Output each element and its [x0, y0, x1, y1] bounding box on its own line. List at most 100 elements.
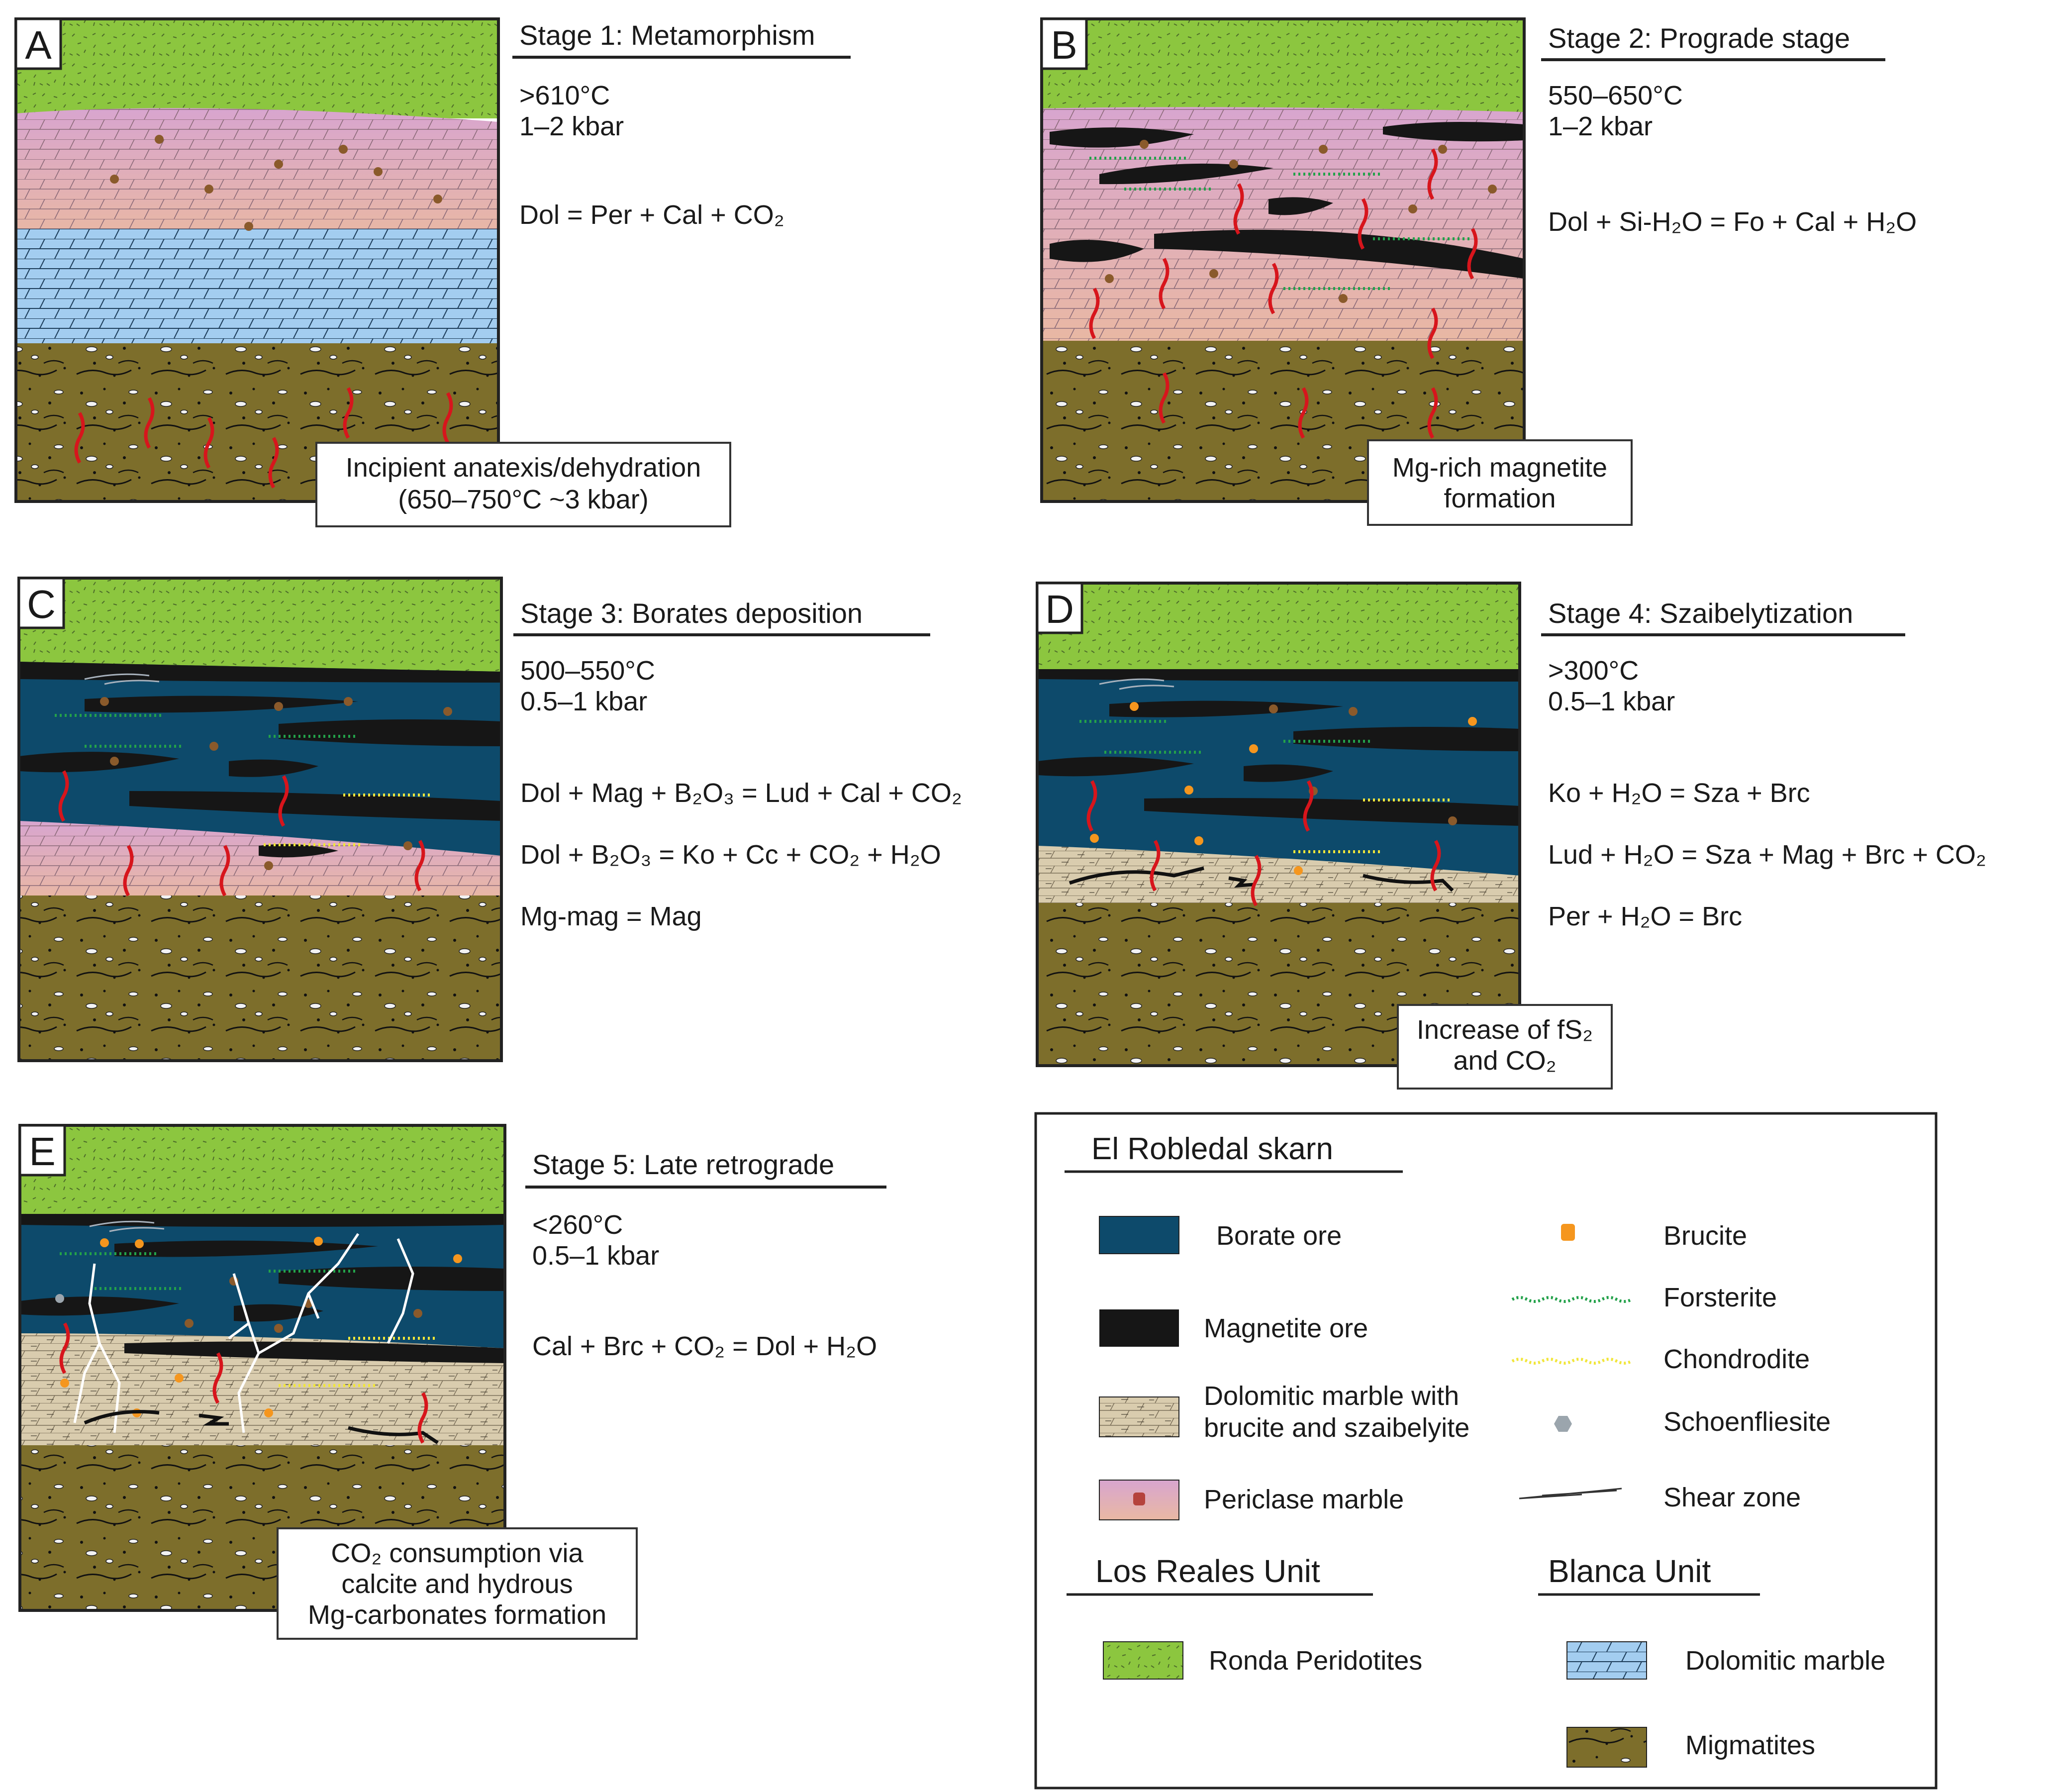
legend-heading: El Robledal skarn [1091, 1132, 1333, 1166]
panel-e: E Stage 5: Late retrograde <260°C 0.5–1 … [18, 1124, 886, 1640]
stage-pressure: 0.5–1 kbar [1548, 687, 1675, 716]
panel-letter: D [1045, 587, 1074, 631]
note-box [277, 1527, 638, 1640]
panel-letter-box [17, 577, 65, 629]
chondrodite-trails [279, 1337, 438, 1387]
schoenfliesite-icon [1554, 1416, 1572, 1432]
dolomitic-marble-brucite-layer [20, 1333, 505, 1448]
legend-item-label: Magnetite ore [1204, 1313, 1368, 1343]
chondrodite-icon [1511, 1358, 1633, 1365]
stage-reaction: Dol = Per + Cal + CO₂ [519, 200, 784, 230]
stage-reaction: Dol + Mag + B₂O₃ = Lud + Cal + CO₂ [520, 778, 962, 808]
panel-a: A Stage 1: Metamorphism >610°C 1–2 kbar … [14, 17, 851, 527]
legend-item-label: Ronda Peridotites [1209, 1646, 1422, 1676]
brucite-icon [1561, 1224, 1575, 1241]
stage-title: Stage 3: Borates deposition [520, 597, 863, 629]
ronda-peridotite-layer [1042, 19, 1524, 118]
stage-pressure: 0.5–1 kbar [532, 1241, 659, 1271]
chondrodite-trails [264, 794, 433, 846]
fluid-arrows [74, 387, 453, 489]
panel-c: C Stage 3: Borates deposition 500–550°C … [17, 577, 962, 1062]
stage-reaction: Ko + H₂O = Sza + Brc [1548, 778, 1810, 808]
unit-heading: Los Reales Unit [1095, 1553, 1320, 1589]
legend-item-label: Brucite [1663, 1221, 1747, 1251]
legend: El Robledal skarn Borate ore Magnetite o… [1034, 1112, 1938, 1790]
stage-reaction: Lud + H₂O = Sza + Mag + Brc + CO₂ [1548, 840, 1986, 870]
legend-item-label: Periclase marble [1204, 1485, 1404, 1514]
stage-pressure: 1–2 kbar [519, 111, 624, 141]
legend-item-label: Chondrodite [1663, 1344, 1810, 1374]
legend-item-label: Dolomitic marble [1685, 1646, 1885, 1676]
shear-zone-icon [1519, 1488, 1622, 1499]
fluid-arrows [58, 770, 425, 896]
stage-pressure: 1–2 kbar [1548, 111, 1653, 141]
migmatites-swatch [1566, 1727, 1647, 1768]
note-line: formation [1444, 484, 1556, 513]
stage-temperature: >300°C [1548, 656, 1639, 686]
panel-b: B Stage 2: Prograde stage 550–650°C 1–2 … [1040, 17, 1917, 526]
note-line: Increase of fS₂ [1417, 1015, 1593, 1045]
panel-letter: E [29, 1129, 55, 1174]
unit-heading: Blanca Unit [1548, 1553, 1711, 1589]
legend-item-label: Borate ore [1216, 1221, 1342, 1251]
dolomitic-marble-layer [16, 229, 498, 343]
note-line: CO₂ consumption via [331, 1538, 584, 1568]
legend-item-label: brucite and szaibelyite [1204, 1413, 1469, 1443]
migmatite-layer [19, 896, 501, 1061]
stage-temperature: 500–550°C [520, 656, 655, 686]
forsterite-trails [1079, 720, 1373, 754]
dolomitic-marble-brucite-swatch [1099, 1396, 1179, 1437]
magnetite-lenses [19, 662, 501, 858]
panel-letter: B [1051, 23, 1077, 67]
stage-title: Stage 5: Late retrograde [532, 1149, 834, 1180]
note-line: (650–750°C ~3 kbar) [398, 485, 648, 514]
note-box [1397, 1004, 1613, 1090]
stage-pressure: 0.5–1 kbar [520, 687, 647, 716]
fluid-arrows [1086, 780, 1441, 906]
stage-reaction: Per + H₂O = Brc [1548, 901, 1742, 931]
panel-letter-box [1040, 17, 1088, 70]
note-line: Mg-rich magnetite [1392, 453, 1607, 483]
note-line: Mg-carbonates formation [308, 1600, 606, 1630]
magnetite-ore-swatch [1099, 1309, 1179, 1347]
legend-item-label: Shear zone [1663, 1483, 1801, 1512]
note-line: Incipient anatexis/dehydration [346, 453, 701, 483]
stage-temperature: <260°C [532, 1210, 623, 1240]
chondrodite-trails [1293, 798, 1453, 853]
note-box [315, 442, 731, 527]
stage-temperature: >610°C [519, 81, 610, 110]
brucite-dots [1090, 702, 1477, 875]
legend-item-label: Forsterite [1663, 1283, 1777, 1312]
dolomitic-marble-swatch [1566, 1641, 1647, 1680]
panel-letter: C [27, 582, 56, 626]
veins [73, 1233, 414, 1433]
fluid-arrows [1089, 148, 1478, 439]
panel-letter-box [1036, 582, 1083, 634]
forsterite-trails [55, 714, 358, 748]
panel-letter-box [14, 17, 62, 70]
note-box [1367, 439, 1633, 526]
fluid-arrows [59, 1322, 428, 1444]
ronda-peridotite-layer [16, 19, 498, 118]
legend-item-label: Schoenfliesite [1663, 1407, 1831, 1437]
panel-letter-box [18, 1124, 66, 1177]
stage-reaction: Dol + B₂O₃ = Ko + Cc + CO₂ + H₂O [520, 840, 941, 870]
stage-reaction: Dol + Si-H₂O = Fo + Cal + H₂O [1548, 207, 1917, 237]
panel-d: D Stage 4: Szaibelytization >300°C 0.5–1… [1036, 582, 1986, 1090]
stage-title: Stage 1: Metamorphism [519, 19, 815, 51]
forsterite-trails [60, 1252, 358, 1290]
forsterite-trails [1089, 157, 1472, 290]
stage-reaction: Mg-mag = Mag [520, 901, 702, 931]
stage-title: Stage 2: Prograde stage [1548, 22, 1850, 54]
borate-ore-swatch [1099, 1216, 1179, 1254]
forsterite-icon [1511, 1296, 1633, 1303]
ronda-peridotites-swatch [1103, 1641, 1183, 1680]
stage-temperature: 550–650°C [1548, 81, 1683, 110]
panel-letter: A [25, 23, 52, 67]
legend-item-label: Dolomitic marble with [1204, 1381, 1459, 1411]
stage-reaction: Cal + Brc + CO₂ = Dol + H₂O [532, 1331, 877, 1361]
magnetite-lenses [20, 1214, 505, 1363]
note-line: calcite and hydrous [341, 1569, 573, 1599]
magnetite-lenses [1050, 122, 1524, 279]
